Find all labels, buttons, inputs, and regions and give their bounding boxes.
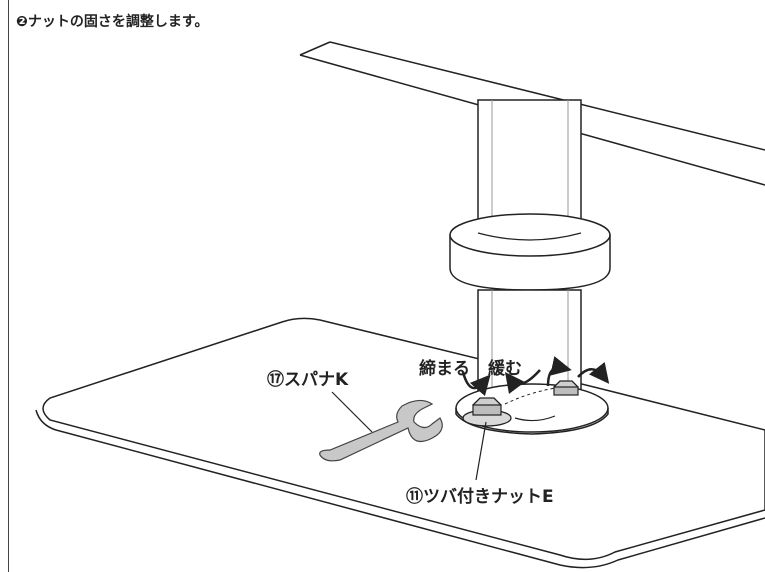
loosen-arrow xyxy=(504,369,541,395)
label-wrench: ⑰スパナK xyxy=(267,369,349,390)
step-heading: ❷ナットの固さを調整します。 xyxy=(16,14,209,30)
rear-rotate-arrow-left xyxy=(546,356,572,387)
pole-collar xyxy=(449,213,611,291)
hidden-line xyxy=(504,387,557,405)
tighten-arrow xyxy=(461,371,491,397)
wrench-leader xyxy=(331,391,373,433)
flange-nut-front xyxy=(462,397,512,427)
rear-rotate-arrow-right xyxy=(577,361,610,384)
label-tighten: 締まる xyxy=(419,358,470,379)
flange-nut-rear xyxy=(553,380,579,396)
base-plate-edge xyxy=(35,409,765,569)
label-nut: ⑪ツバ付きナットE xyxy=(406,486,554,507)
base-plate xyxy=(42,317,765,561)
nut-leader xyxy=(475,421,487,481)
page-left-rule xyxy=(8,0,9,572)
support-pole xyxy=(477,99,582,236)
wrench xyxy=(319,399,443,462)
label-loosen: 緩む xyxy=(488,358,522,379)
